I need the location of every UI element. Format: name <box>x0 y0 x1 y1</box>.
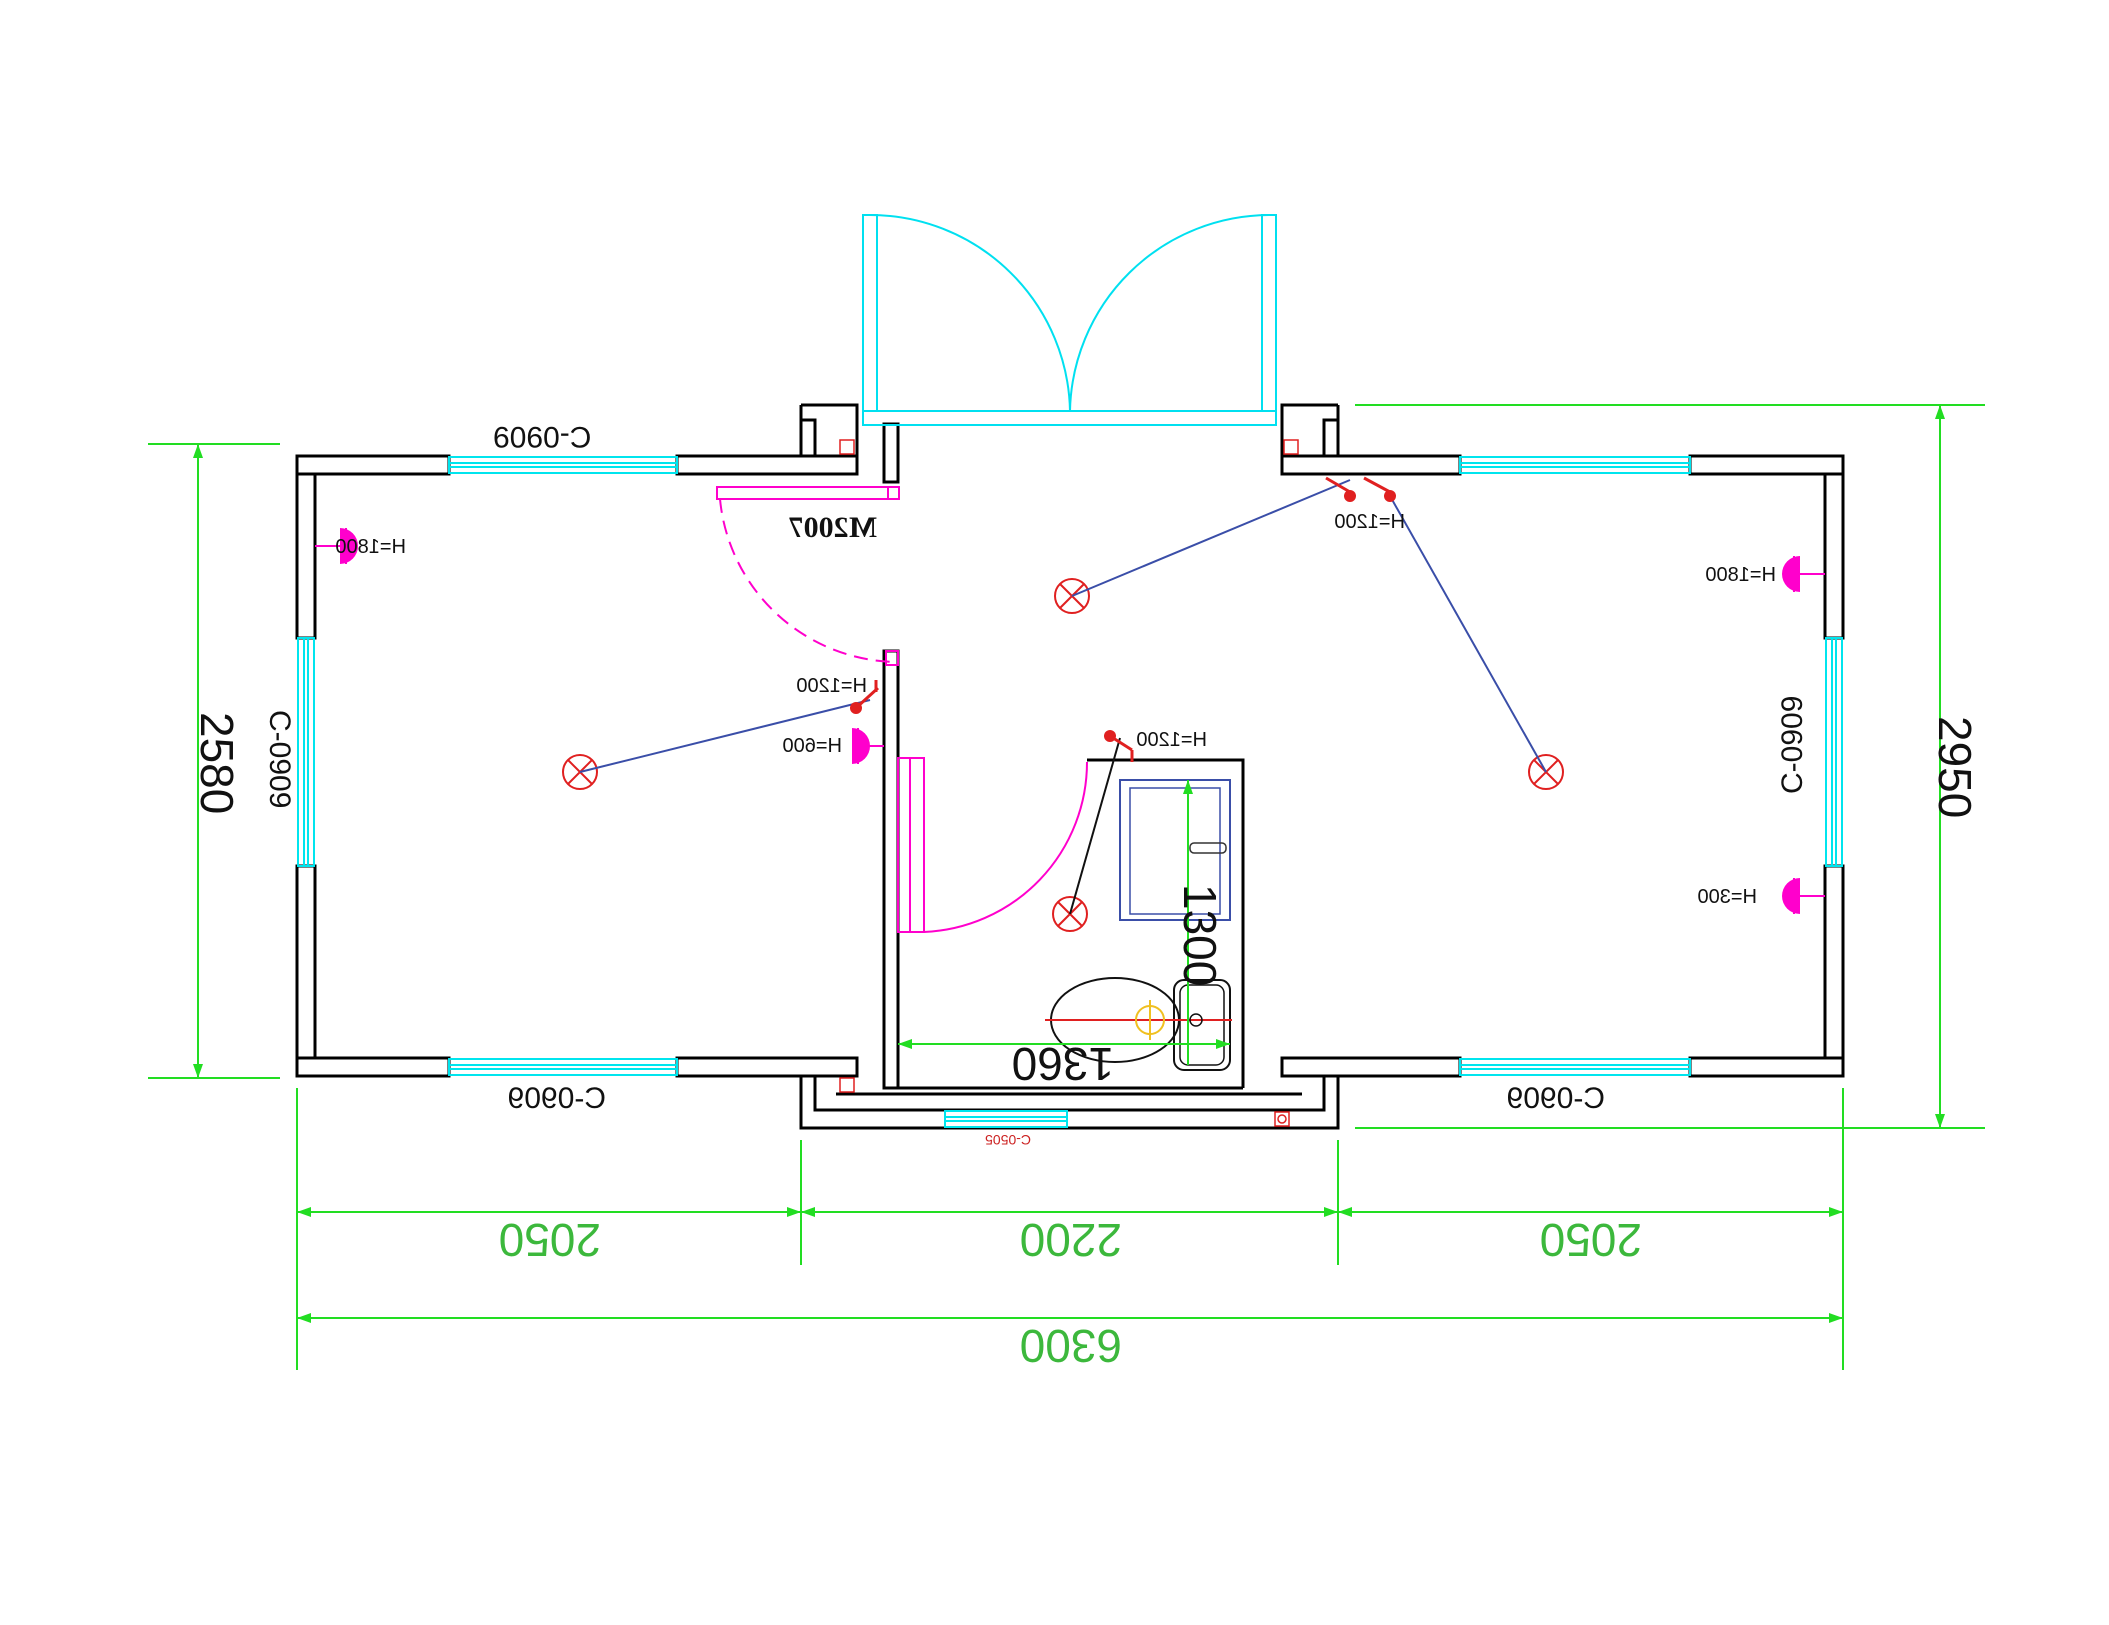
label-switch-partition: H=1200 <box>796 675 867 697</box>
label-socket-right-lower: H=300 <box>1698 886 1758 908</box>
label-door-m2007: M2007 <box>789 511 877 544</box>
window-labels: C-0909 C-0909 C-0909 C-0909 C-0909 C-050… <box>263 420 1809 1148</box>
wall-entry-right-pier <box>1280 403 1338 456</box>
window-right <box>1825 637 1843 867</box>
wall-bottom-right-a <box>1280 1056 1462 1078</box>
label-window-bath: C-0505 <box>985 1132 1031 1148</box>
socket-icon <box>1782 556 1825 592</box>
wall-bottom-left-a <box>295 1056 451 1078</box>
windows <box>297 456 1843 1128</box>
wall-left-upper <box>295 454 317 640</box>
toilet <box>1045 977 1232 1071</box>
switch-icon <box>1104 730 1134 762</box>
socket-icon <box>315 528 358 564</box>
label-window-right: C-0909 <box>1776 696 1809 794</box>
partition-walls <box>882 422 1245 1090</box>
dim-bottom-mid: 2200 <box>1020 1214 1122 1266</box>
wall-top-right-b <box>1688 454 1845 476</box>
switch-icon <box>850 680 880 714</box>
window-top-right <box>1459 456 1691 474</box>
partition-stub-top <box>882 422 900 484</box>
label-socket-left-upper: H=1800 <box>335 536 406 558</box>
socket-icon <box>852 728 884 764</box>
wall-left-lower <box>295 864 317 1078</box>
sockets <box>315 528 1825 914</box>
wall-right-upper <box>1823 454 1845 640</box>
label-window-bottom-left: C-0909 <box>508 1082 606 1115</box>
interior-door-m2007 <box>716 486 900 666</box>
corner-markers <box>839 439 1299 1127</box>
label-window-left: C-0909 <box>263 710 296 808</box>
bath-wall <box>1087 758 1245 1088</box>
window-left <box>297 637 315 867</box>
switch-icon <box>1363 476 1396 502</box>
switches <box>850 476 1396 762</box>
wall-bottom-left-b <box>675 1056 859 1078</box>
socket-icon <box>1782 878 1825 914</box>
dim-right-height: 2950 <box>1929 716 1981 818</box>
exterior-walls <box>295 403 1845 1130</box>
window-bottom-left <box>448 1058 678 1076</box>
dim-total-width: 6300 <box>1020 1320 1122 1372</box>
partition-wall-left <box>882 649 900 1090</box>
wiring <box>579 479 1547 915</box>
label-socket-partition: H=600 <box>783 735 843 757</box>
shower-tray <box>1119 779 1231 921</box>
height-labels: H=1800 H=1800 H=300 H=600 H=1200 H=1200 … <box>335 511 1776 908</box>
dimension-labels: 2050 2200 2050 6300 2580 2950 1300 1360 <box>191 712 1981 1372</box>
window-bottom-right <box>1459 1058 1691 1076</box>
entrance-double-door <box>862 214 1277 426</box>
dim-bottom-right: 2050 <box>1540 1214 1642 1266</box>
dim-bath-height: 1300 <box>1174 884 1226 986</box>
label-window-top-left: C-0909 <box>493 420 591 453</box>
label-switch-top-right: H=1200 <box>1334 511 1405 533</box>
dimension-lines <box>148 404 1985 1370</box>
label-switch-bath: H=1200 <box>1136 729 1207 751</box>
wall-entry-left-pier <box>801 403 859 456</box>
switch-icon <box>1325 476 1356 502</box>
wall-top-left-a <box>295 454 451 476</box>
ceiling-lamps <box>562 578 1564 932</box>
label-window-bottom-right: C-0909 <box>1507 1082 1605 1115</box>
bath-door <box>897 757 1089 933</box>
wall-bottom-center <box>799 1076 1340 1130</box>
wall-top-left-b <box>675 454 859 476</box>
window-top-left <box>448 456 678 474</box>
label-socket-right-upper: H=1800 <box>1705 564 1776 586</box>
wall-top-right-a <box>1280 454 1462 476</box>
dim-bath-width: 1360 <box>1012 1038 1114 1090</box>
wall-bottom-right-b <box>1688 1056 1845 1078</box>
window-bath <box>944 1110 1068 1128</box>
dim-left-height: 2580 <box>191 712 243 814</box>
wall-right-lower <box>1823 864 1845 1078</box>
dim-bottom-left: 2050 <box>499 1214 601 1266</box>
